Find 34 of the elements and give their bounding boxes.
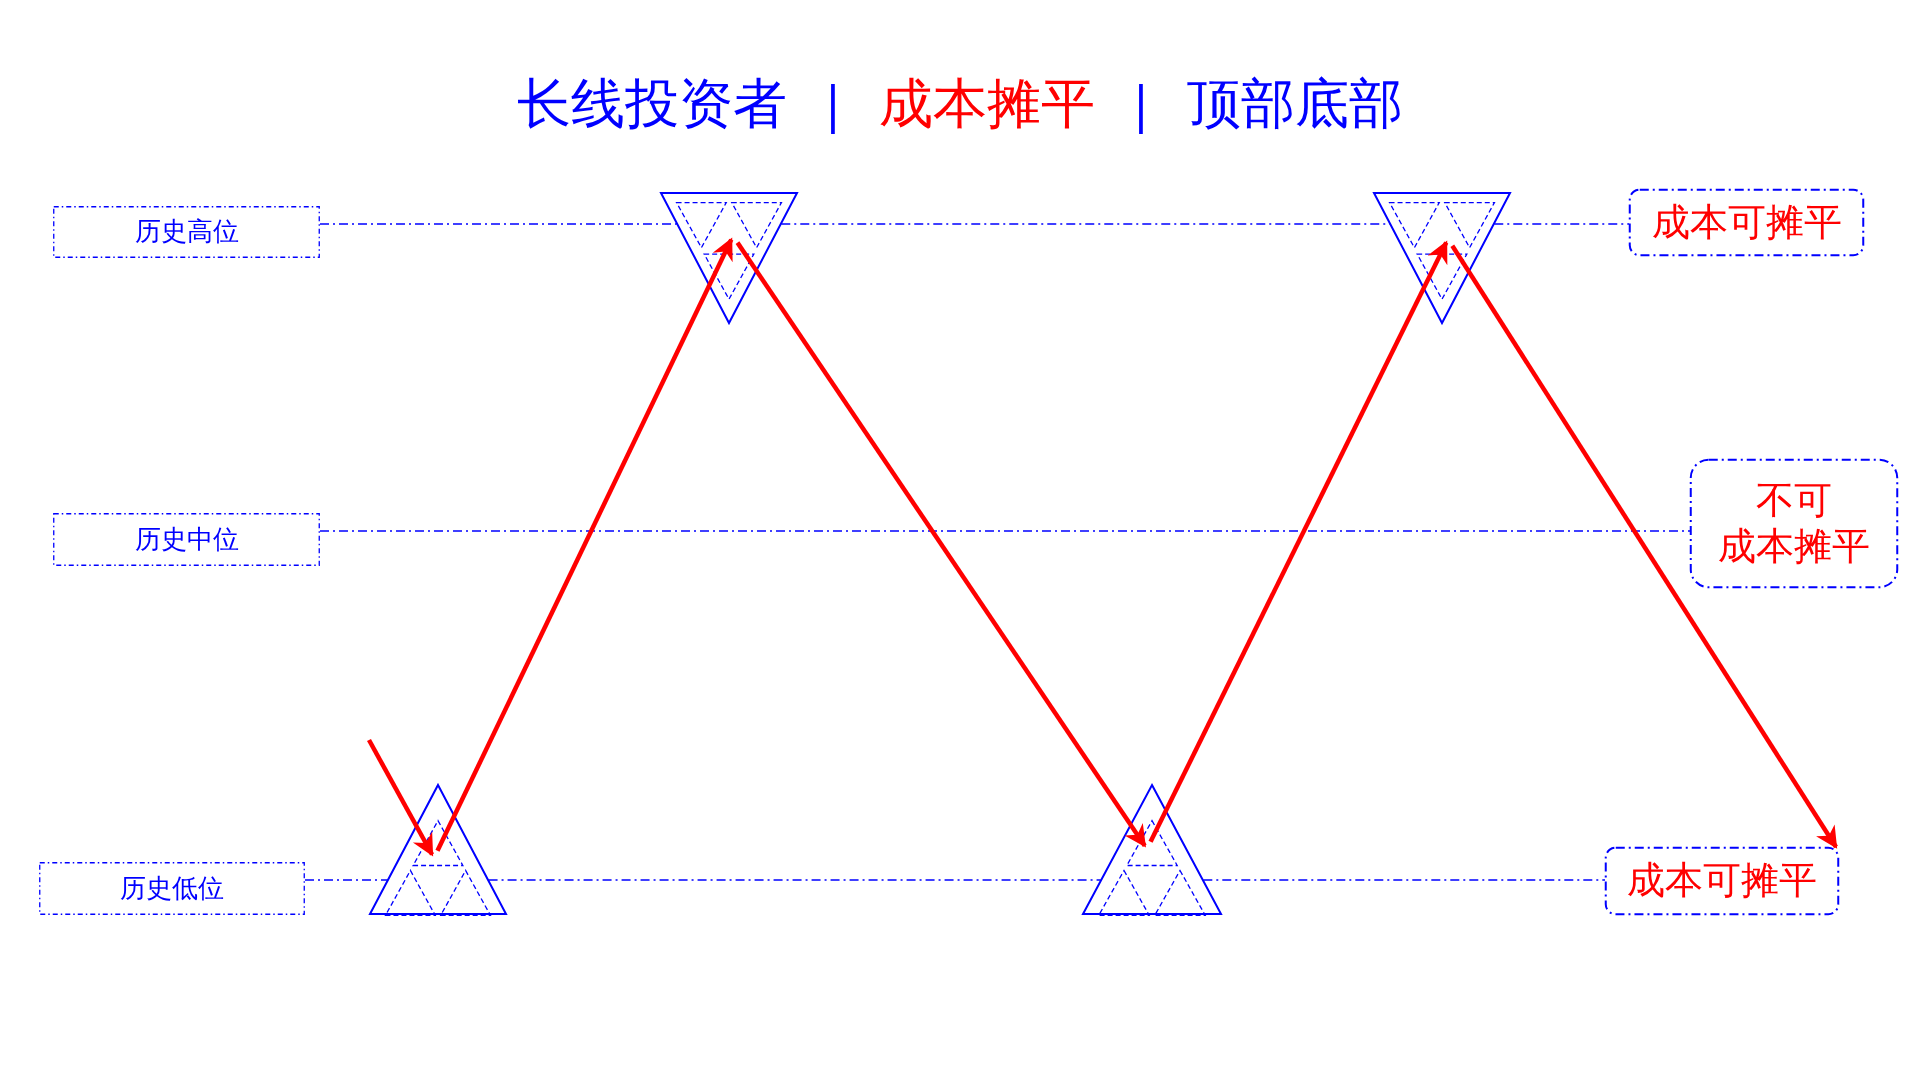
box-label: 历史高位 [134, 216, 239, 248]
trend-arrow [1148, 240, 1449, 843]
label-box [1690, 459, 1898, 588]
triangle-marker [369, 784, 507, 915]
box-label: 历史中位 [134, 523, 239, 556]
label-box [53, 206, 320, 258]
guide-line [487, 879, 1102, 881]
title-separator: | [827, 73, 839, 136]
label-box [39, 862, 305, 915]
label-box [1605, 847, 1839, 915]
trend-arrow [735, 241, 1147, 848]
guide-line [319, 530, 1691, 532]
trend-arrow [367, 738, 435, 857]
triangle-marker [660, 192, 798, 324]
box-label: 成本可摊平 [1651, 199, 1842, 245]
guide-line [1493, 223, 1630, 225]
triangle-marker [1082, 784, 1222, 915]
trend-arrow [435, 237, 734, 852]
guide-line [1202, 879, 1606, 881]
label-box [1629, 189, 1864, 256]
box-label: 成本可摊平 [1627, 858, 1817, 904]
trend-arrow [1450, 244, 1838, 849]
title-text: 长线投资者 [517, 73, 788, 136]
title-separator: | [1135, 73, 1147, 136]
box-label: 成本摊平 [1718, 523, 1870, 569]
guide-line [780, 223, 1391, 225]
guide-line [304, 879, 389, 881]
triangle-marker [1373, 192, 1511, 324]
title-text: 顶部底部 [1186, 73, 1403, 136]
label-box [53, 513, 320, 566]
guide-line [319, 223, 678, 225]
box-label: 历史低位 [120, 872, 224, 905]
title-text: 成本摊平 [879, 73, 1095, 136]
box-label: 不可 [1756, 477, 1832, 523]
